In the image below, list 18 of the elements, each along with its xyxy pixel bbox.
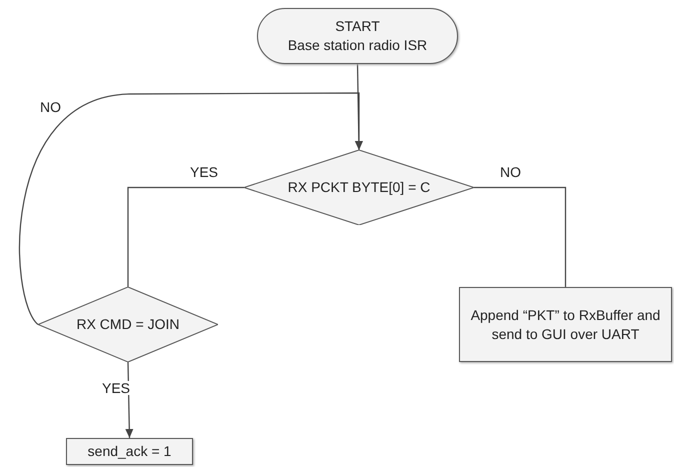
edge-label: YES (102, 381, 130, 395)
process-box (459, 287, 672, 362)
arrow (19, 92, 363, 325)
process-box (66, 438, 193, 465)
node-text: Append “PKT” to RxBuffer and send to GUI over UART (470, 306, 662, 344)
node-text: Base station radio ISR (286, 36, 428, 55)
node-text: send_ack = 1 (86, 442, 172, 461)
node-heading: START (334, 17, 381, 36)
node-text: RX CMD = JOIN (75, 315, 181, 334)
edge-label: YES (190, 165, 218, 179)
terminal-box (257, 8, 458, 64)
node-text: RX PCKT BYTE[0] = C (286, 178, 432, 197)
connector-line (474, 186, 566, 287)
edge-label: NO (500, 165, 521, 179)
decision-diamond (244, 150, 474, 225)
edge-label: NO (40, 100, 61, 114)
connector-line (127, 186, 244, 287)
decision-diamond (38, 287, 218, 362)
